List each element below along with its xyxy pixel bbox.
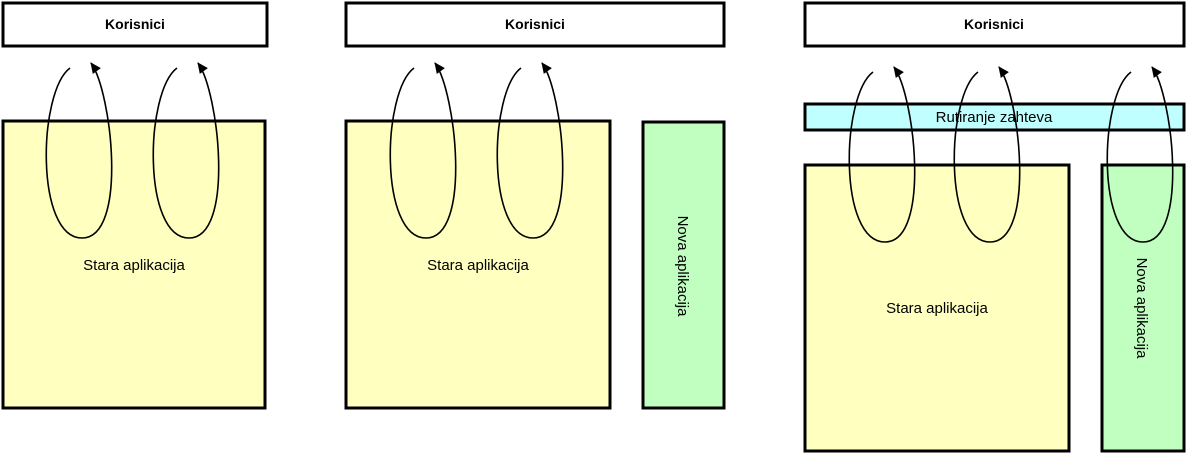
users-box bbox=[803, 1, 1186, 48]
new-app-label: Nova aplikacija bbox=[1133, 258, 1150, 360]
old-app-label: Stara aplikacija bbox=[886, 300, 988, 317]
panel-1: Korisnici Stara aplikacija bbox=[1, 1, 269, 410]
new-app-box bbox=[1100, 163, 1186, 453]
routing-box bbox=[803, 102, 1186, 132]
users-label: Korisnici bbox=[105, 16, 165, 32]
panel-3: Korisnici Stara aplikacija Nova aplikaci… bbox=[803, 1, 1186, 453]
routing-label: Rutiranje zahteva bbox=[936, 109, 1053, 126]
old-app-label: Stara aplikacija bbox=[83, 257, 185, 274]
old-app-box bbox=[803, 163, 1071, 453]
users-label: Korisnici bbox=[505, 16, 565, 32]
new-app-box bbox=[641, 120, 726, 410]
old-app-label: Stara aplikacija bbox=[427, 257, 529, 274]
request-loop-arrow bbox=[848, 66, 916, 243]
panel-2: Korisnici Stara aplikacija Nova aplikaci… bbox=[344, 1, 726, 410]
request-loop-arrow bbox=[152, 62, 220, 239]
request-loop-arrow bbox=[45, 62, 113, 239]
request-loop-arrow bbox=[389, 62, 457, 239]
request-loop-arrow bbox=[953, 66, 1021, 243]
new-app-label: Nova aplikacija bbox=[674, 216, 691, 318]
users-box bbox=[344, 1, 726, 48]
users-box bbox=[1, 1, 269, 48]
users-label: Korisnici bbox=[964, 16, 1024, 32]
request-loop-arrow bbox=[496, 62, 564, 239]
request-loop-arrow bbox=[1106, 66, 1174, 243]
